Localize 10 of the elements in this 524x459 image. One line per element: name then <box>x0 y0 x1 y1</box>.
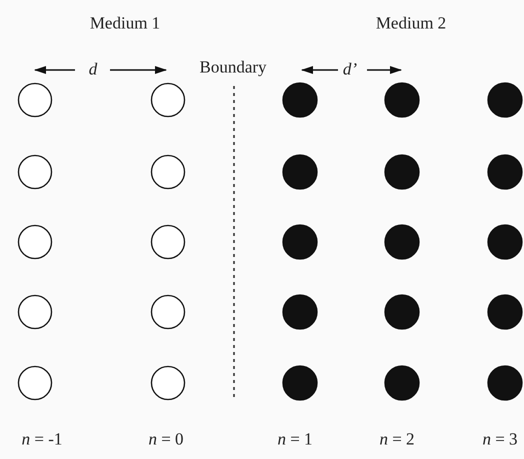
distance-label: d’ <box>342 60 358 80</box>
boundary-label: Boundary <box>199 58 267 78</box>
index-label: n = 0 <box>148 430 184 450</box>
index-label: n = 2 <box>379 430 415 450</box>
index-label: n = 1 <box>277 430 313 450</box>
distance-label: d <box>88 60 98 80</box>
medium-label: Medium 2 <box>376 14 446 34</box>
medium-label: Medium 1 <box>90 14 160 34</box>
index-label: n = 3 <box>482 430 518 450</box>
index-label: n = -1 <box>22 430 62 450</box>
